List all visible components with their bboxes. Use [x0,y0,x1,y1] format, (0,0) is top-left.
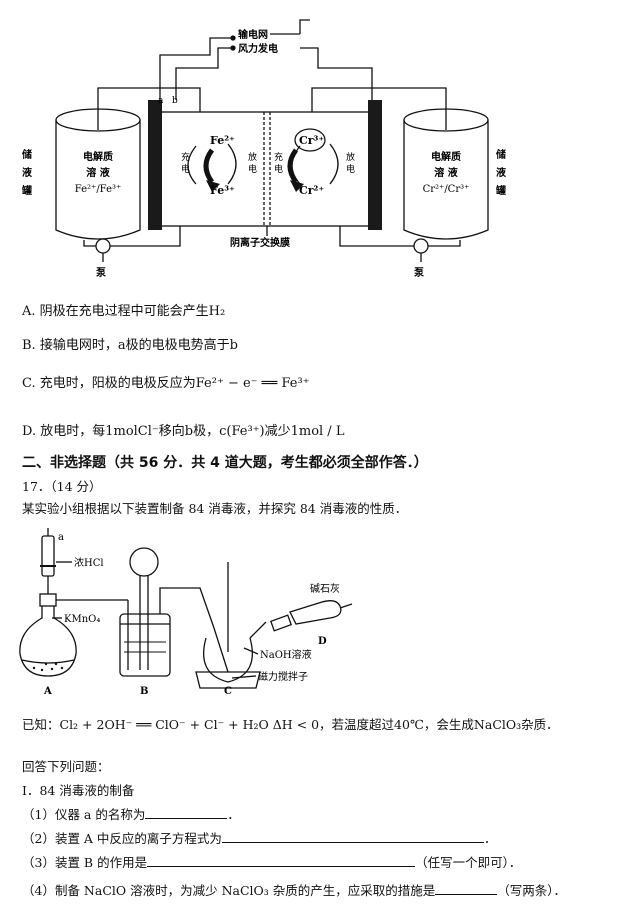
soda-lime-label: 碱石灰 [310,582,340,595]
part-1-heading: Ⅰ．84 消毒液的制备 [22,783,135,798]
discharge-left-2: 电 [248,163,257,175]
question-1-end: ． [227,807,240,822]
cr3-label: Cr³⁺ [299,134,324,147]
left-tank-char-2: 液 [22,166,32,179]
naoh-label: NaOH溶液 [260,648,312,661]
left-tank-text-3: Fe²⁺/Fe³⁺ [75,184,122,195]
discharge-right-2: 电 [346,163,355,175]
apparatus-d-label: D [318,636,327,647]
question-17-head: 17．（14 分） [22,479,102,494]
option-d: D. 放电时，每1molCl⁻移向b极，c(Fe³⁺)减少1mol / L [22,424,345,439]
section-title: 二、非选择题（共 56 分．共 4 道大题，考生都必须全部作答．） [22,455,428,471]
answer-blank-1[interactable] [145,806,228,819]
option-b: B. 接输电网时，a极的电极电势高于b [22,338,238,353]
charge-right-2: 电 [274,163,283,175]
electrode-a-label: a [158,96,164,106]
answer-blank-3[interactable] [147,854,416,867]
question-2-end: ． [483,831,497,846]
left-tank-text-1: 电解质 [83,150,113,163]
flow-battery-diagram: 输电网 风力发电 a b 储 液 罐 储 液 罐 电解质 溶 液 Fe²⁺/Fe… [21,19,506,279]
cr2-label: Cr²⁺ [299,184,324,197]
question-4-text: （4）制备 NaClO 溶液时，为减少 NaClO₃ 杂质的产生，应采取的措施是 [22,883,436,898]
grid-label: 输电网 [238,28,268,41]
answer-blank-4[interactable] [435,882,498,895]
left-tank-char-1: 储 [21,148,32,161]
apparatus-diagram: a 浓HCl KMnO₄ A B C D NaOH溶液 磁力搅拌子 碱石灰 [19,528,353,697]
question-4: （4）制备 NaClO 溶液时，为减少 NaClO₃ 杂质的产生，应采取的措施是… [22,880,566,899]
question-1-text: （1）仪器 a 的名称为 [22,807,146,822]
apparatus-a-label: A [43,686,52,697]
pump-right-label: 泵 [414,267,425,279]
option-c: C. 充电时，阳极的电极反应为Fe²⁺ − e⁻ ══ Fe³⁺ [22,376,310,391]
question-1: （1）仪器 a 的名称为 ． [22,804,240,823]
answer-blank-2[interactable] [221,830,484,843]
known-reaction: 已知：Cl₂ + 2OH⁻ ══ ClO⁻ + Cl⁻ + H₂O ΔH < 0… [22,717,559,732]
right-tank-char-3: 罐 [495,184,506,197]
discharge-left-1: 放 [248,151,257,163]
fe3-label: Fe³⁺ [210,184,235,197]
question-3-text: （3）装置 B 的作用是 [22,855,148,870]
left-tank-text-2: 溶 液 [86,166,109,179]
option-a: A. 阴极在充电过程中可能会产生H₂ [22,304,226,319]
apparatus-c-label: C [224,686,232,697]
pump-left-label: 泵 [96,267,107,279]
right-tank-char-1: 储 [495,148,506,161]
stirrer-label: 磁力搅拌子 [258,670,308,683]
question-2-text: （2）装置 A 中反应的离子方程式为 [22,831,222,846]
conc-hcl-label: 浓HCl [74,557,104,569]
instrument-a-label: a [58,532,64,543]
answer-heading: 回答下列问题： [22,759,110,774]
charge-left-1: 充 [181,151,190,163]
question-17-intro: 某实验小组根据以下装置制备 84 消毒液，并探究 84 消毒液的性质． [22,501,408,516]
kmno4-label: KMnO₄ [64,614,100,625]
right-tank-text-2: 溶 液 [434,166,457,179]
membrane-label: 阴离子交换膜 [230,236,290,249]
wind-label: 风力发电 [238,42,278,55]
question-2: （2）装置 A 中反应的离子方程式为 ． [22,828,496,847]
right-tank-text-3: Cr²⁺/Cr³⁺ [423,184,470,195]
charge-right-1: 充 [274,151,283,163]
question-3-end: （任写一个即可）． [415,855,522,870]
question-4-end: （写两条）． [497,883,567,898]
right-tank-char-2: 液 [496,166,506,179]
charge-left-2: 电 [181,163,190,175]
right-tank-text-1: 电解质 [431,150,461,163]
question-3: （3）装置 B 的作用是 （任写一个即可）． [22,852,521,871]
left-tank-char-3: 罐 [21,184,32,197]
fe2-label: Fe²⁺ [210,134,235,147]
discharge-right-1: 放 [346,151,355,163]
apparatus-b-label: B [140,686,148,697]
electrode-b-label: b [172,96,178,106]
